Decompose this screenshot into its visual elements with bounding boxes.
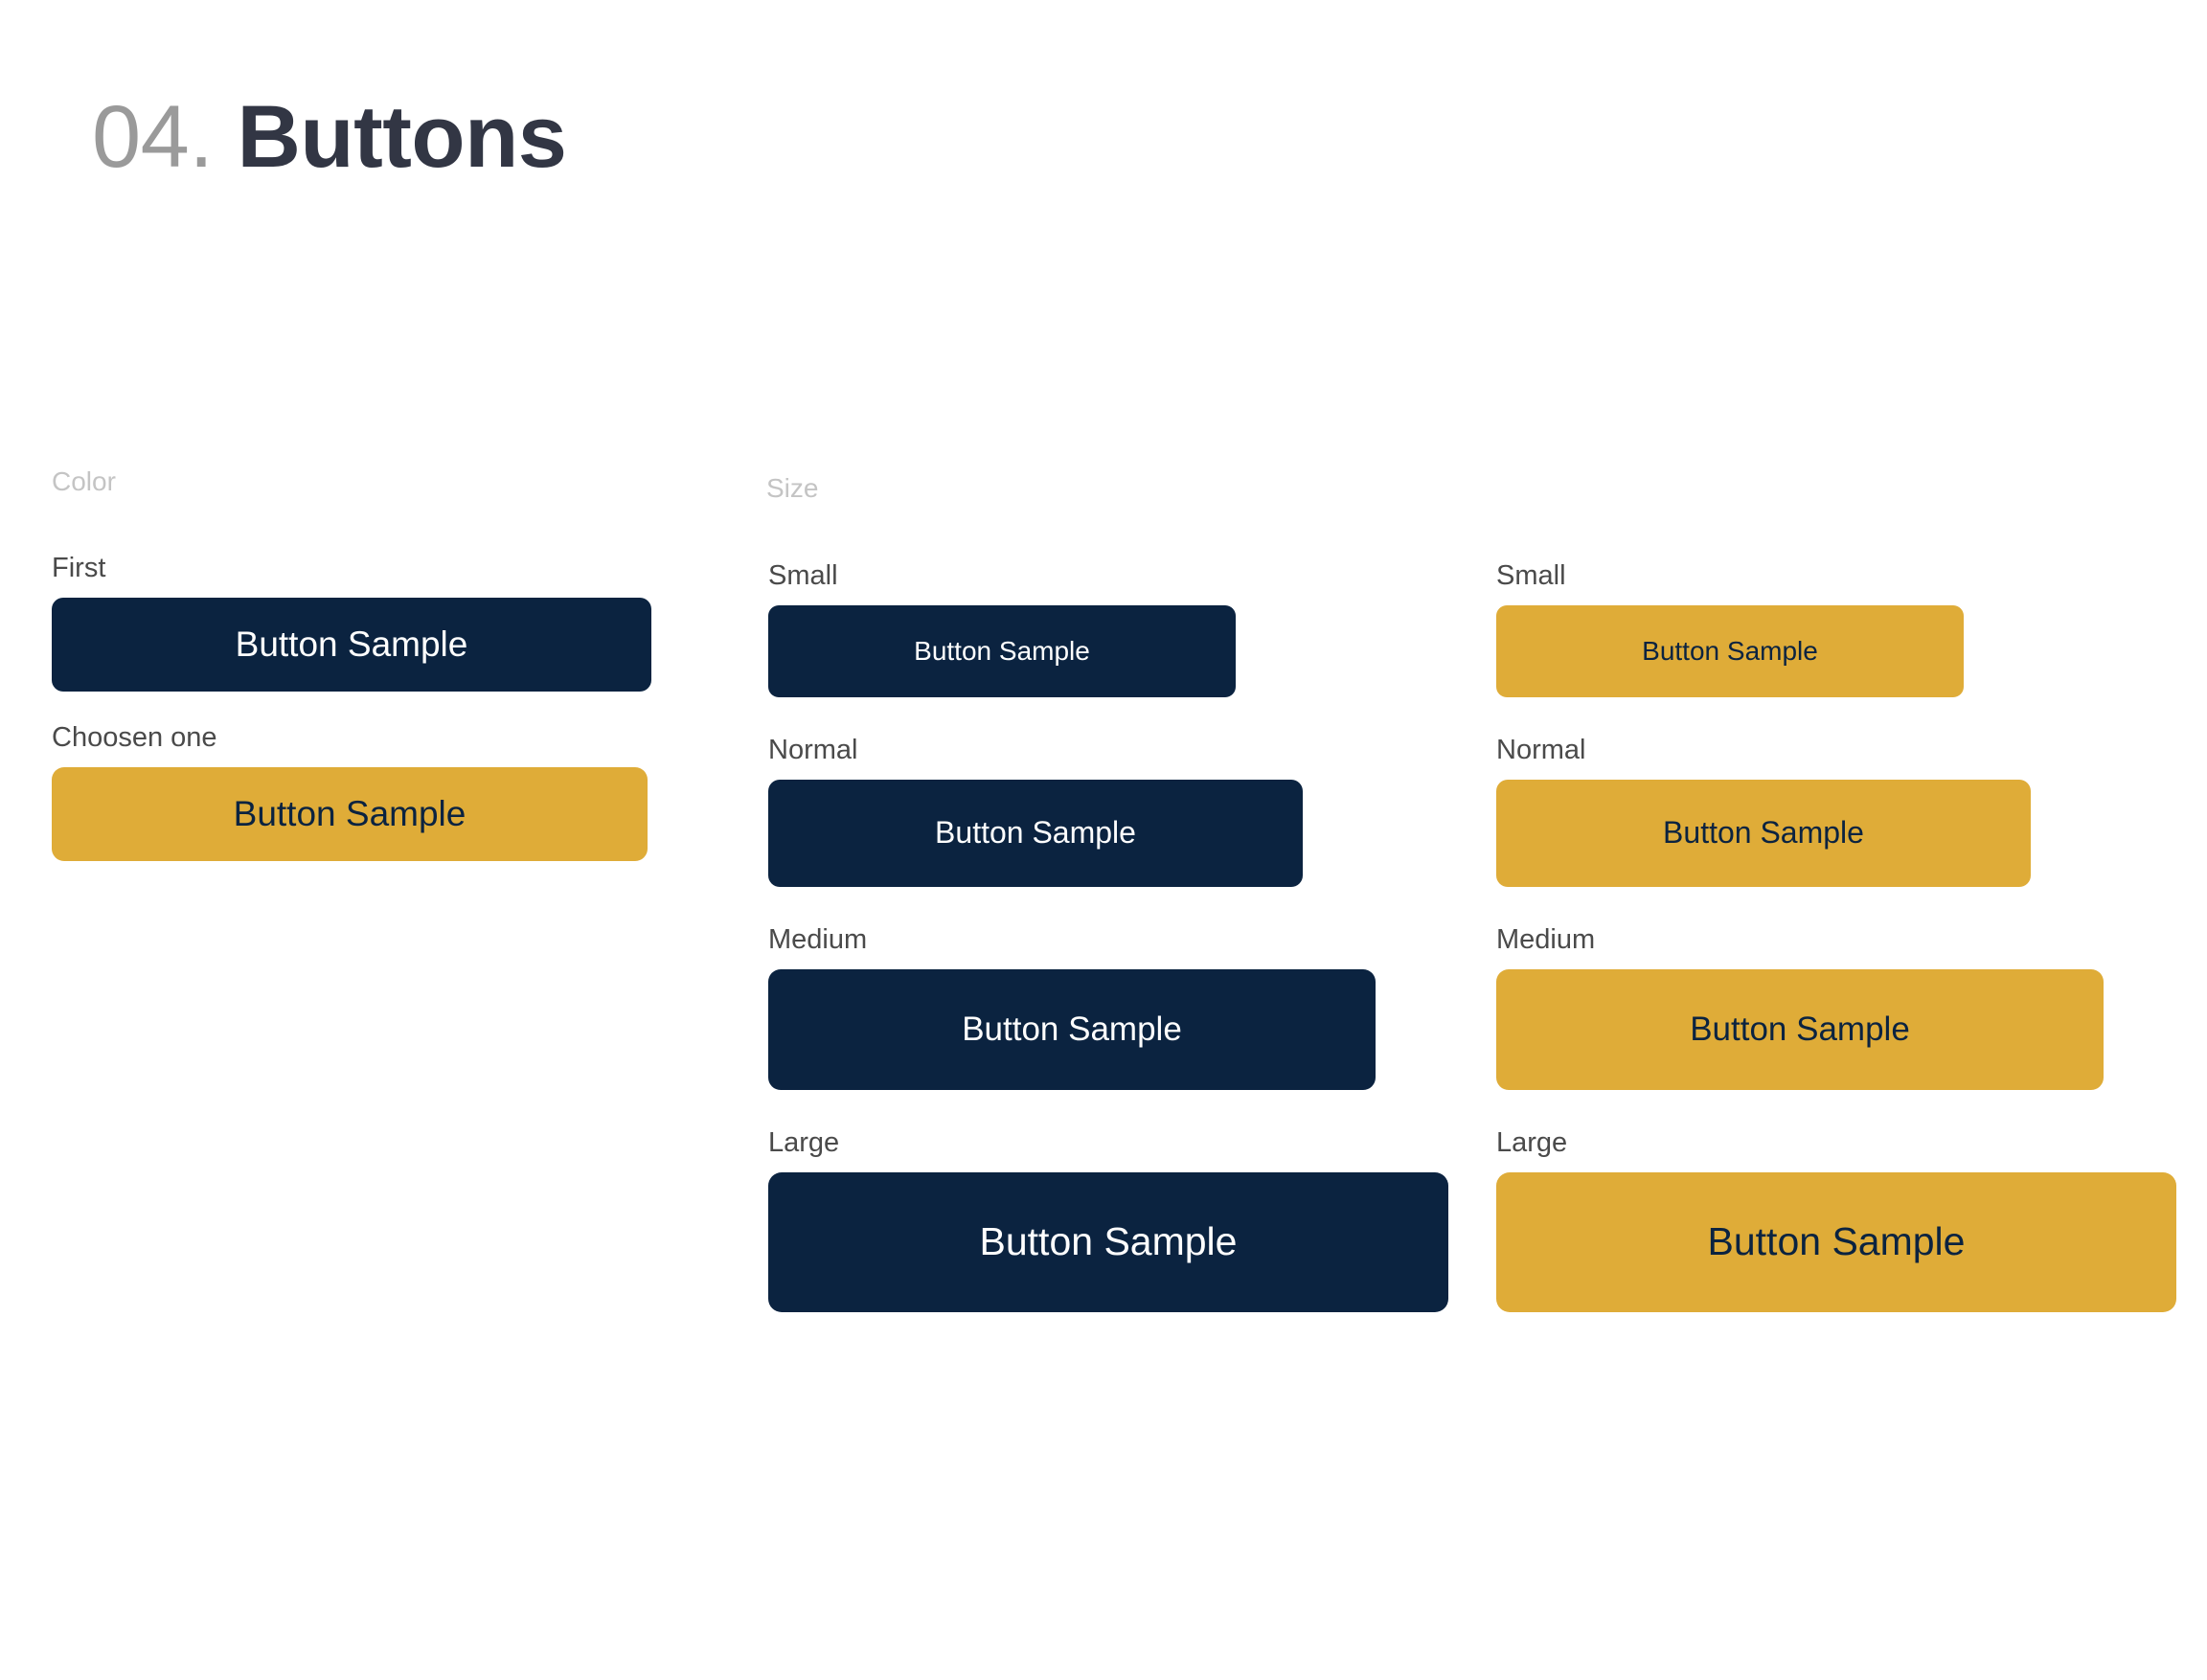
section-header-color: Color xyxy=(52,466,116,496)
button-gold-large[interactable]: Button Sample xyxy=(1496,1171,2176,1312)
button-group-gold-medium: Medium Button Sample xyxy=(1496,923,2186,1090)
button-group-navy-normal: Normal Button Sample xyxy=(768,734,1458,887)
section-header-size: Size xyxy=(766,473,819,503)
button-label-navy-normal: Normal xyxy=(768,734,858,765)
button-gold-normal[interactable]: Button Sample xyxy=(1496,779,2031,887)
button-label-navy-large: Large xyxy=(768,1126,840,1158)
button-gold-small[interactable]: Button Sample xyxy=(1496,604,1964,697)
button-label-gold-medium: Medium xyxy=(1496,923,1596,955)
button-label-navy-medium: Medium xyxy=(768,923,868,955)
button-navy-medium[interactable]: Button Sample xyxy=(768,968,1376,1090)
button-label-choosen-one: Choosen one xyxy=(52,721,217,753)
button-navy-normal[interactable]: Button Sample xyxy=(768,779,1303,887)
button-group-navy-small: Small Button Sample xyxy=(768,560,1458,697)
button-group-gold-large: Large Button Sample xyxy=(1496,1126,2186,1312)
button-first-navy[interactable]: Button Sample xyxy=(52,597,651,692)
page-title-number: 04. xyxy=(92,88,214,186)
button-navy-large[interactable]: Button Sample xyxy=(768,1171,1448,1312)
page-title-word: Buttons xyxy=(237,88,567,186)
button-label-gold-small: Small xyxy=(1496,560,1566,591)
color-variants-column: First Button Sample Choosen one Button S… xyxy=(52,553,655,861)
spacer xyxy=(768,1090,1458,1128)
button-group-choosen-one: Choosen one Button Sample xyxy=(52,721,655,861)
button-label-gold-normal: Normal xyxy=(1496,734,1586,765)
button-group-navy-medium: Medium Button Sample xyxy=(768,923,1458,1090)
button-group-gold-normal: Normal Button Sample xyxy=(1496,734,2186,887)
spacer xyxy=(1496,887,2186,925)
spacer xyxy=(1496,1090,2186,1128)
button-label-gold-large: Large xyxy=(1496,1126,1568,1158)
button-gold-medium[interactable]: Button Sample xyxy=(1496,968,2104,1090)
button-navy-small[interactable]: Button Sample xyxy=(768,604,1236,697)
button-label-first: First xyxy=(52,553,106,583)
button-choosen-one-gold[interactable]: Button Sample xyxy=(52,766,648,861)
spacer xyxy=(52,692,655,723)
spacer xyxy=(768,697,1458,736)
size-variants-gold-column: Small Button Sample Normal Button Sample… xyxy=(1496,560,2186,1312)
button-label-navy-small: Small xyxy=(768,560,838,591)
button-group-navy-large: Large Button Sample xyxy=(768,1126,1458,1312)
size-variants-navy-column: Small Button Sample Normal Button Sample… xyxy=(768,560,1458,1312)
button-group-gold-small: Small Button Sample xyxy=(1496,560,2186,697)
button-group-first: First Button Sample xyxy=(52,553,655,692)
spacer xyxy=(768,887,1458,925)
spacer xyxy=(1496,697,2186,736)
page-title: 04. Buttons xyxy=(92,88,567,187)
